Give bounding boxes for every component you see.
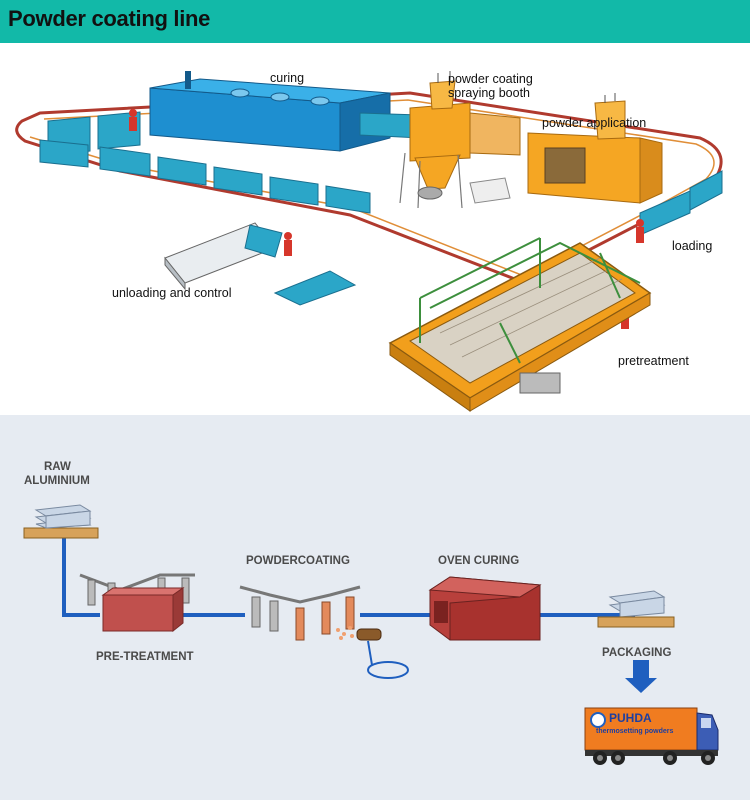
raw-label-line1: RAW	[44, 461, 71, 473]
page-title: Powder coating line	[8, 6, 211, 31]
raw-label-line2: ALUMINIUM	[24, 475, 90, 487]
oven-curing-step-label: OVEN CURING	[438, 555, 520, 567]
powder-application-label: powder application	[542, 116, 647, 130]
powdercoating-step-label: POWDERCOATING	[246, 555, 350, 567]
process-flow-drawing	[23, 504, 719, 765]
spray-booth-label-line1: powder coating	[448, 72, 533, 86]
packaging-step-label: PACKAGING	[602, 647, 672, 659]
process-flow-diagram: RAW ALUMINIUM PRE-TREATMENT POWDERCOATIN…	[0, 415, 750, 800]
curing-label: curing	[270, 71, 305, 85]
coating-line-drawing	[15, 71, 723, 412]
loading-label: loading	[672, 239, 713, 253]
truck-tagline: thermosetting powders	[596, 728, 674, 735]
header-bar: Powder coating line	[0, 0, 750, 43]
pretreatment-step-label: PRE-TREATMENT	[96, 651, 194, 663]
spray-booth-label-line2: spraying booth	[448, 86, 531, 100]
unloading-label: unloading and control	[112, 286, 232, 300]
pretreatment-label: pretreatment	[618, 354, 689, 368]
truck-brand-logo: PUHDA	[609, 711, 652, 725]
coating-line-illustration: curing powder coating spraying booth pow…	[0, 43, 750, 415]
